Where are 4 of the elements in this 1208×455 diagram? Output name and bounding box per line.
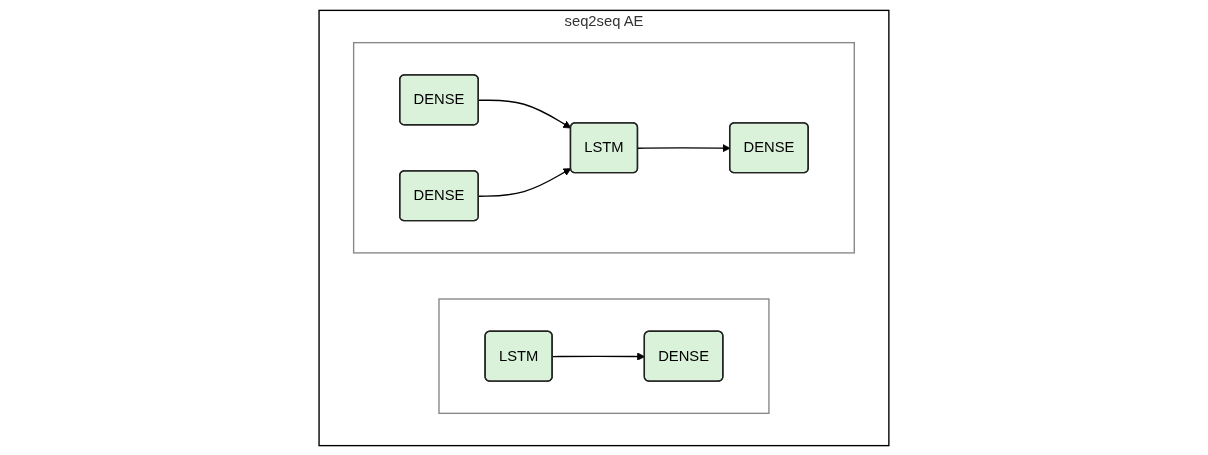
cluster <box>438 297 770 414</box>
arrow <box>478 99 572 128</box>
arrow <box>478 167 572 197</box>
cluster <box>353 41 855 254</box>
